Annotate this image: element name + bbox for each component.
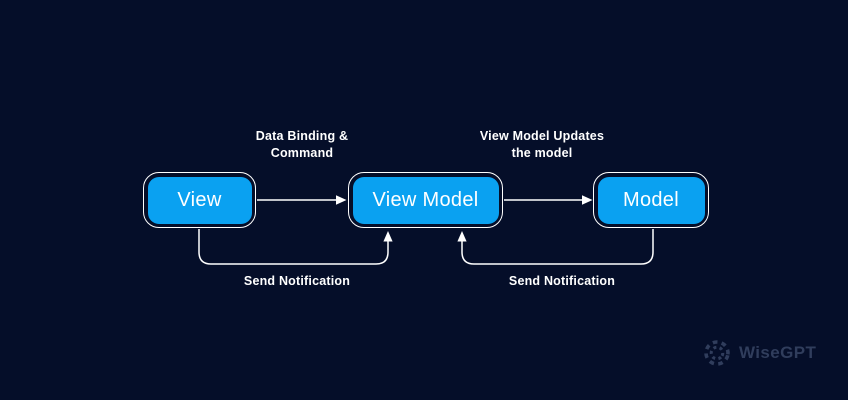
arrowhead-right-2 [582, 195, 593, 205]
edge-label-send-notification-left: Send Notification [243, 274, 351, 288]
arrow-model-notification [461, 229, 654, 265]
arrow-view-notification [198, 229, 389, 265]
node-view-box: View [147, 176, 252, 224]
node-model-box: Model [597, 176, 705, 224]
edge-label-viewmodel-updates: View Model Updates the model [479, 129, 605, 160]
node-view: View [143, 172, 256, 228]
wisegpt-logo-text: WiseGPT [739, 343, 817, 362]
node-model: Model [593, 172, 709, 228]
arrowhead-up-2 [457, 231, 467, 242]
edge-label-send-notification-right: Send Notification [508, 274, 616, 288]
node-view-model-label: View Model [372, 188, 479, 211]
node-model-label: Model [623, 188, 679, 211]
node-view-model: View Model [348, 172, 503, 228]
node-view-model-box: View Model [352, 176, 499, 224]
edge-label-data-binding: Data Binding & Command [255, 129, 349, 160]
wisegpt-logo: WiseGPT [702, 338, 816, 368]
arrowhead-up-1 [383, 231, 393, 242]
wisegpt-logo-icon [704, 340, 730, 366]
node-view-label: View [177, 188, 222, 211]
arrowhead-right-1 [336, 195, 347, 205]
